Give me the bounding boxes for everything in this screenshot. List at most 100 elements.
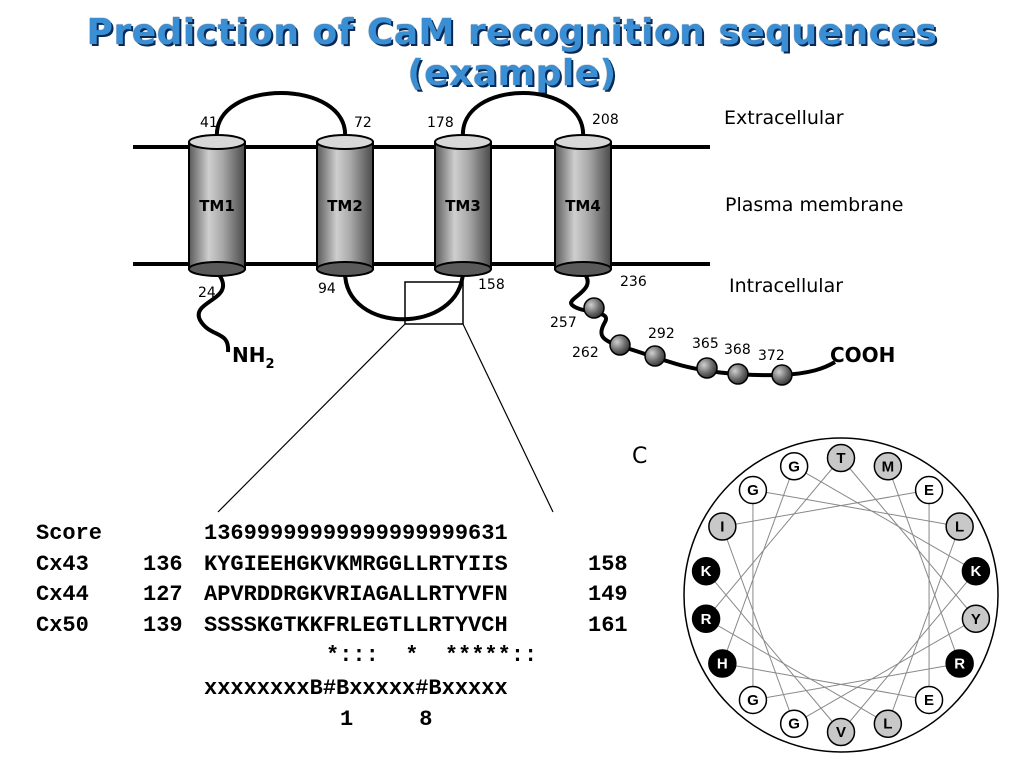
wheel-connector xyxy=(887,526,961,724)
wheel-connector xyxy=(722,663,930,701)
row-cx43-seq: KYGIEEHGKVKMRGGLLRTYIIS xyxy=(204,552,508,577)
site-262 xyxy=(609,334,631,356)
label-158: 158 xyxy=(478,277,505,293)
wheel-residue-circle xyxy=(826,443,856,473)
wheel-outline xyxy=(683,437,999,753)
wheel-residue: L xyxy=(945,512,974,541)
wheel-residue-letter: E xyxy=(924,692,934,709)
tm2-helix: TM2 xyxy=(316,134,374,277)
label-257: 257 xyxy=(550,315,577,331)
wheel-residue-letter: K xyxy=(970,563,981,580)
wheel-residue-letter: E xyxy=(924,482,934,499)
row-cx43-end: 158 xyxy=(588,552,628,577)
wheel-residue-circle xyxy=(779,709,809,738)
wheel-residue: G xyxy=(779,709,809,738)
wheel-residue: M xyxy=(873,452,903,481)
wheel-residue-letter: K xyxy=(701,563,712,580)
wheel-residue: V xyxy=(826,717,856,747)
wheel-residue-circle xyxy=(738,685,768,715)
label-41: 41 xyxy=(200,115,218,131)
score-value: 13699999999999999999631 xyxy=(204,521,508,546)
wheel-residue-letter: R xyxy=(954,656,965,673)
n-terminus-label: NH2 xyxy=(232,343,275,372)
wheel-residue-circle xyxy=(708,649,737,678)
wheel-residue-circle xyxy=(945,512,974,541)
zoom-box xyxy=(404,281,464,325)
label-372: 372 xyxy=(758,348,785,364)
row-cx43-name: Cx43 xyxy=(36,552,89,577)
extracellular-loop-1 xyxy=(214,91,348,139)
tm4-label: TM4 xyxy=(565,197,601,215)
wheel-connector xyxy=(721,526,795,724)
wheel-residue-circle xyxy=(873,709,903,738)
wheel-connector xyxy=(705,570,842,733)
label-368: 368 xyxy=(724,342,751,358)
wheel-residue: G xyxy=(779,452,809,481)
wheel-residue-circle xyxy=(873,452,903,481)
wheel-residue-letter: V xyxy=(836,724,846,741)
row-cx44-seq: APVRDDRGKVRIAGALLRTYVFN xyxy=(204,582,508,607)
row-cx50-name: Cx50 xyxy=(36,613,89,638)
wheel-residue-circle xyxy=(691,556,721,586)
wheel-residue: K xyxy=(691,556,721,586)
wheel-residue: G xyxy=(738,475,768,505)
panel-c-label: C xyxy=(632,444,647,469)
wheel-connector xyxy=(752,489,960,527)
zoom-line-left xyxy=(217,323,406,513)
site-257 xyxy=(583,297,605,319)
wheel-connector xyxy=(721,466,795,664)
wheel-residue-letter: G xyxy=(788,458,800,475)
label-236: 236 xyxy=(620,274,647,290)
score-label: Score xyxy=(36,521,102,546)
tm1-label: TM1 xyxy=(199,197,235,215)
label-72: 72 xyxy=(354,115,372,131)
wheel-residue: R xyxy=(691,604,721,634)
wheel-residue-letter: L xyxy=(883,716,892,733)
motif-line: xxxxxxxxB#Bxxxxx#Bxxxxx xyxy=(204,676,508,701)
wheel-residue: G xyxy=(738,685,768,715)
wheel-residue: Y xyxy=(961,604,991,634)
label-24: 24 xyxy=(198,285,216,301)
wheel-residue-letter: R xyxy=(701,611,712,628)
wheel-residue-letter: M xyxy=(882,458,895,475)
label-178: 178 xyxy=(427,115,454,131)
wheel-connector xyxy=(722,489,930,527)
tm4-helix: TM4 xyxy=(554,134,612,277)
label-292: 292 xyxy=(648,326,675,342)
wheel-connector xyxy=(887,466,961,664)
row-cx50-seq: SSSSKGTKKFRLEGTLLRTYVCH xyxy=(204,613,508,638)
label-262: 262 xyxy=(572,345,599,361)
tm3-label: TM3 xyxy=(445,197,481,215)
wheel-connector xyxy=(752,663,960,701)
wheel-residue-letter: L xyxy=(955,519,964,536)
intracellular-label: Intracellular xyxy=(729,275,843,297)
wheel-connector xyxy=(793,465,977,572)
wheel-residue-circle xyxy=(708,512,737,541)
wheel-residue-letter: G xyxy=(747,692,759,709)
row-cx50-start: 139 xyxy=(143,613,183,638)
zoom-line-right xyxy=(462,323,554,513)
wheel-residue: I xyxy=(708,512,737,541)
wheel-residue: E xyxy=(914,685,944,715)
wheel-connections xyxy=(705,457,977,733)
label-208: 208 xyxy=(592,112,619,128)
wheel-residue-letter: H xyxy=(717,656,728,673)
row-cx44-start: 127 xyxy=(143,582,183,607)
row-cx44-name: Cx44 xyxy=(36,582,89,607)
wheel-connector xyxy=(840,457,977,620)
tm1-helix: TM1 xyxy=(188,134,246,277)
wheel-residue: R xyxy=(945,649,974,678)
c-terminus-label: COOH xyxy=(830,343,895,367)
wheel-residue: E xyxy=(914,475,944,505)
extracellular-loop-2 xyxy=(460,91,586,139)
c-tail-sites xyxy=(583,297,793,386)
tm3-helix: TM3 xyxy=(434,134,492,277)
extracellular-label: Extracellular xyxy=(724,107,844,129)
plasma-membrane-label: Plasma membrane xyxy=(725,194,903,216)
site-372 xyxy=(771,364,793,386)
wheel-residue-circle xyxy=(961,556,991,586)
site-292 xyxy=(644,345,666,367)
